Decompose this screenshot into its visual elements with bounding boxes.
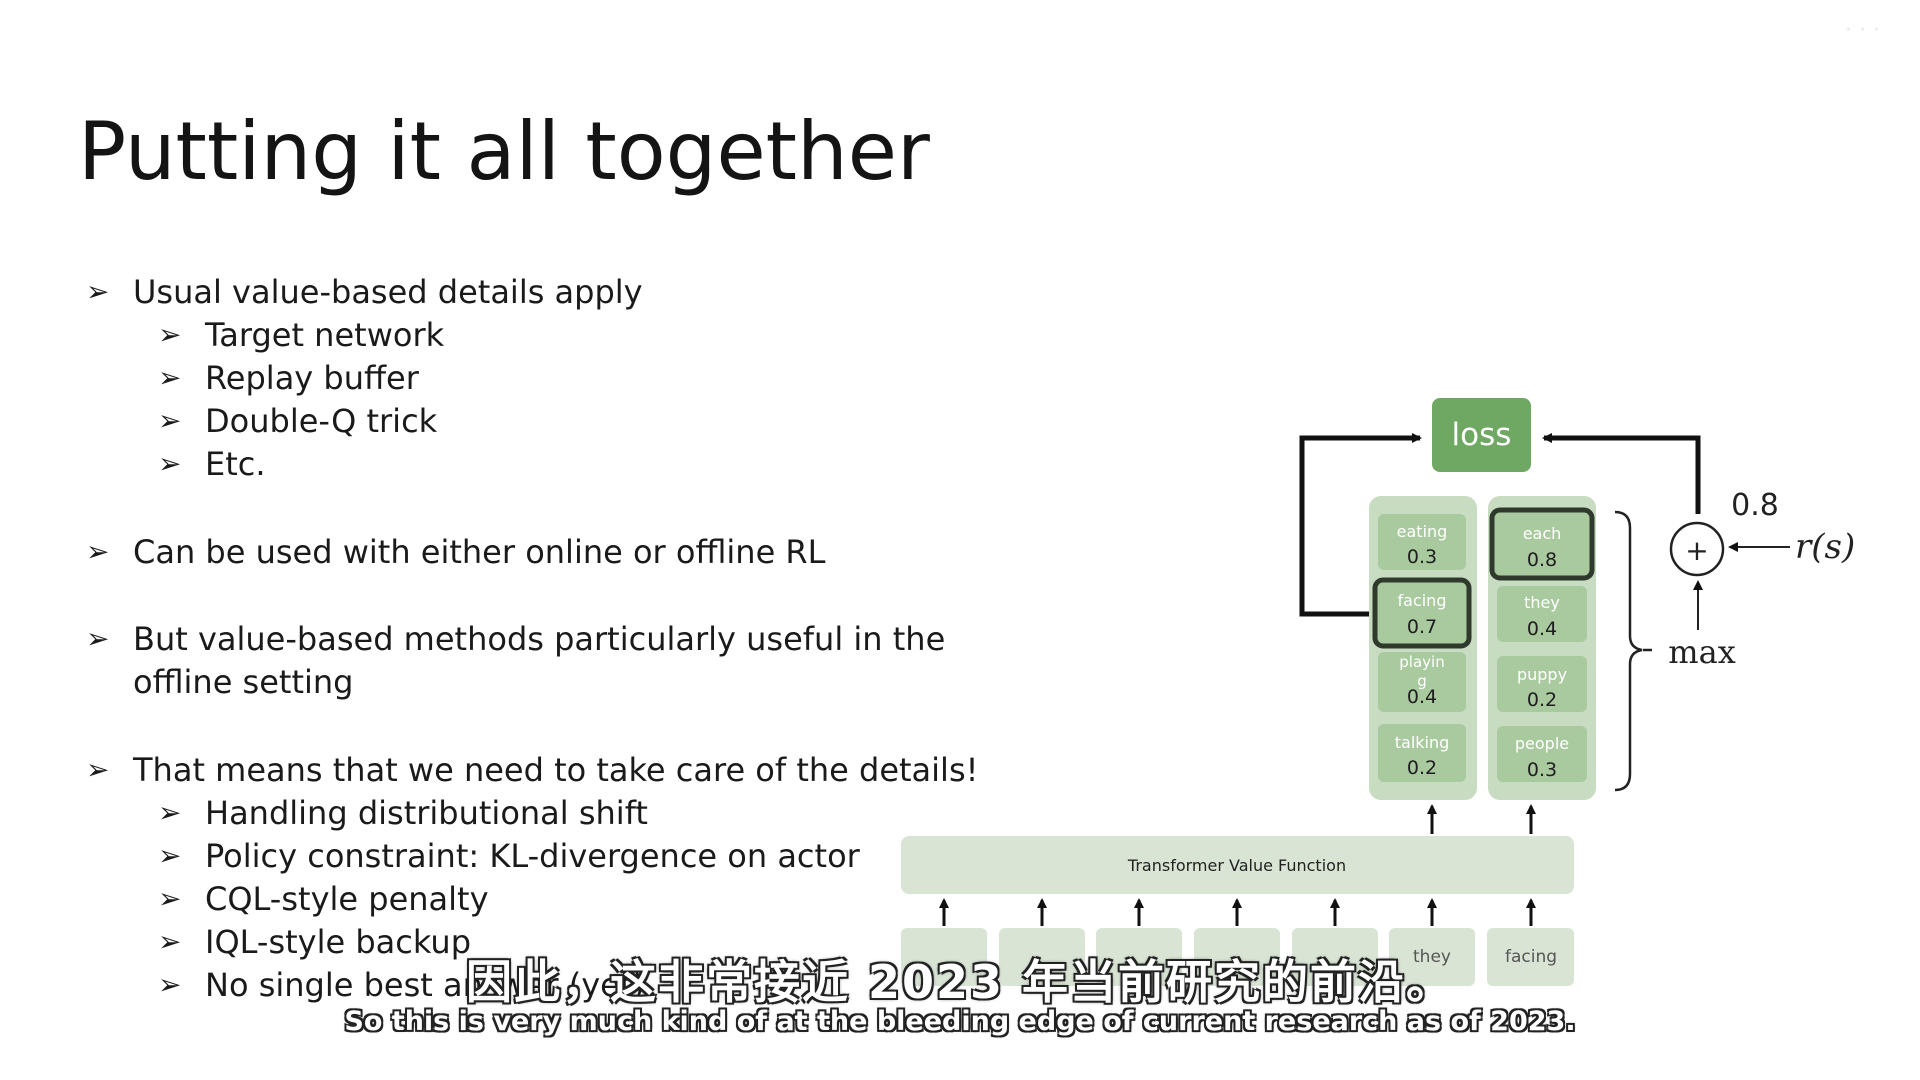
bullet-arrow-icon: ➢: [86, 275, 110, 308]
input-token: [1389, 928, 1475, 986]
token-value: 0.4: [1527, 618, 1557, 640]
bullet-item: ➢Etc.: [158, 442, 266, 486]
bullet-item: ➢IQL-style backup: [158, 920, 471, 964]
token-card: [1497, 656, 1587, 712]
subtitle-english: So this is very much kind of at the blee…: [344, 1006, 1576, 1037]
input-token: [1096, 928, 1182, 986]
token-value: 0.4: [1407, 686, 1437, 708]
reward-value: 0.8: [1731, 488, 1779, 523]
token-card: [1378, 724, 1466, 782]
bullet-arrow-icon: ➢: [158, 318, 182, 351]
bullet-arrow-icon: ➢: [158, 882, 182, 915]
bullet-arrow-icon: ➢: [158, 361, 182, 394]
bullet-item: ➢That means that we need to take care of…: [86, 748, 978, 792]
loss-box: [1432, 398, 1531, 472]
bullet-arrow-icon: ➢: [86, 535, 110, 568]
token-word: facing: [1398, 591, 1447, 610]
bullet-arrow-icon: ➢: [158, 839, 182, 872]
token-card: [1497, 726, 1587, 782]
bullet-item: ➢Handling distributional shift: [158, 791, 648, 835]
bullet-item: ➢Can be used with either online or offli…: [86, 530, 825, 574]
input-token-label: facing: [1505, 947, 1557, 967]
token-word: eating: [1397, 522, 1448, 541]
bullet-arrow-icon: ➢: [158, 796, 182, 829]
bullet-item: ➢Target network: [158, 313, 444, 357]
bullet-arrow-icon: ➢: [86, 753, 110, 786]
token-card-selected: [1372, 577, 1472, 649]
reward-label: r(s): [1795, 527, 1855, 567]
bullet-item: ➢But value-based methods particularly us…: [86, 617, 945, 661]
token-value: 0.3: [1527, 759, 1557, 781]
input-token: [1194, 928, 1280, 986]
bullet-item: ➢CQL-style penalty: [158, 877, 489, 921]
token-card: [1497, 586, 1587, 642]
transformer-value-function: [901, 836, 1574, 894]
token-value: 0.2: [1527, 689, 1557, 711]
token-card: [1378, 514, 1466, 570]
bullet-arrow-icon: ➢: [158, 925, 182, 958]
transformer-label: Transformer Value Function: [1127, 856, 1346, 875]
token-word: each: [1523, 524, 1562, 543]
bullet-item: ➢Policy constraint: KL-divergence on act…: [158, 834, 860, 878]
bullet-item: ➢Double-Q trick: [158, 399, 437, 443]
token-card-selected: [1489, 507, 1595, 581]
bullet-arrow-icon: ➢: [158, 404, 182, 437]
bullet-item: ➢Replay buffer: [158, 356, 419, 400]
token-word: people: [1515, 734, 1569, 753]
bullet-item: ➢No single best answer (yet): [158, 963, 645, 1007]
token-word-wrap: g: [1417, 672, 1427, 690]
token-card: [1378, 652, 1466, 712]
sum-node: [1669, 521, 1725, 577]
watermark: · · ·: [1845, 18, 1880, 43]
token-value: 0.7: [1407, 616, 1437, 638]
input-token: [901, 928, 987, 986]
bullet-item: ➢Usual value-based details apply: [86, 270, 643, 314]
token-value: 0.2: [1407, 757, 1437, 779]
bullet-arrow-icon: ➢: [158, 447, 182, 480]
max-brace: [1614, 510, 1643, 792]
token-value: 0.8: [1527, 549, 1557, 571]
left-feedback-arrow: [1299, 433, 1422, 617]
token-word: they: [1524, 593, 1560, 612]
subtitle-chinese: 因此，这非常接近 2023 年当前研究的前沿。: [465, 955, 1455, 1009]
max-label: max: [1668, 633, 1735, 671]
token-word: playin: [1399, 653, 1444, 671]
bullet-item-continuation: offline setting: [133, 663, 354, 701]
plus-icon: +: [1685, 534, 1708, 567]
slide-title: Putting it all together: [78, 105, 930, 198]
input-token: [1292, 928, 1378, 986]
input-token: [1487, 928, 1574, 986]
input-token: [999, 928, 1085, 986]
loss-label: loss: [1452, 417, 1512, 453]
token-word: talking: [1395, 733, 1450, 752]
token-value: 0.3: [1407, 546, 1437, 568]
input-token-label: they: [1413, 947, 1451, 967]
right-feedback-arrow: [1542, 433, 1701, 514]
bullet-arrow-icon: ➢: [158, 968, 182, 1001]
bullet-arrow-icon: ➢: [86, 622, 110, 655]
token-word: puppy: [1517, 665, 1567, 684]
